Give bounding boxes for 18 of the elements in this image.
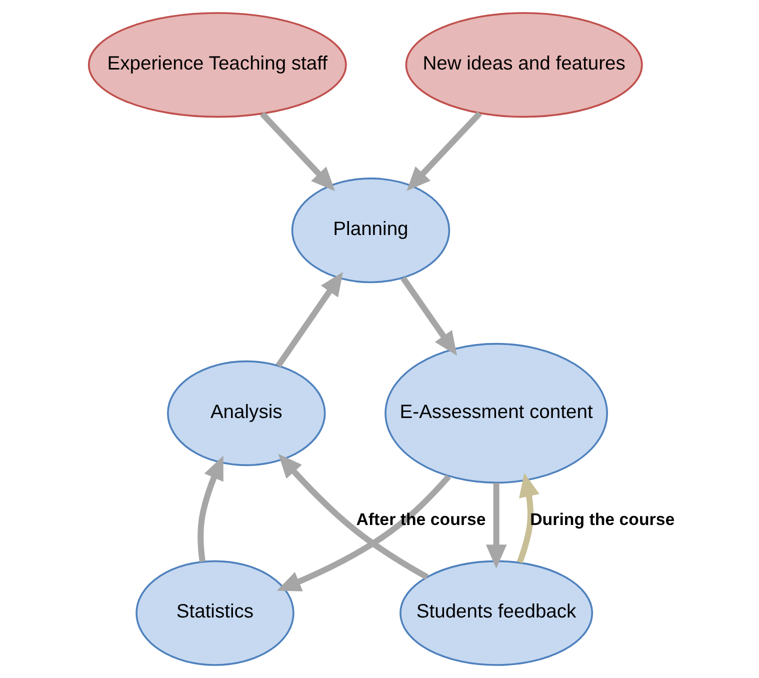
edge-label: During the course xyxy=(530,510,675,530)
node-ellipse: Analysis xyxy=(166,360,326,466)
arrow xyxy=(260,112,335,192)
node-ellipse: Experience Teaching staff xyxy=(88,12,347,118)
arrow xyxy=(406,111,482,191)
arrow xyxy=(516,472,540,564)
edge-label: After the course xyxy=(356,510,486,530)
arrow xyxy=(486,482,507,568)
node-ellipse: Statistics xyxy=(136,560,294,666)
arrow xyxy=(276,272,343,368)
node-ellipse: New ideas and features xyxy=(405,12,643,118)
arrow xyxy=(278,454,429,580)
node-ellipse: Students feedback xyxy=(400,560,594,666)
arrow xyxy=(276,474,451,592)
arrow xyxy=(198,456,224,562)
node-ellipse: E-Assessment content xyxy=(384,342,608,484)
node-ellipse: Planning xyxy=(291,178,450,284)
arrow xyxy=(400,276,458,356)
